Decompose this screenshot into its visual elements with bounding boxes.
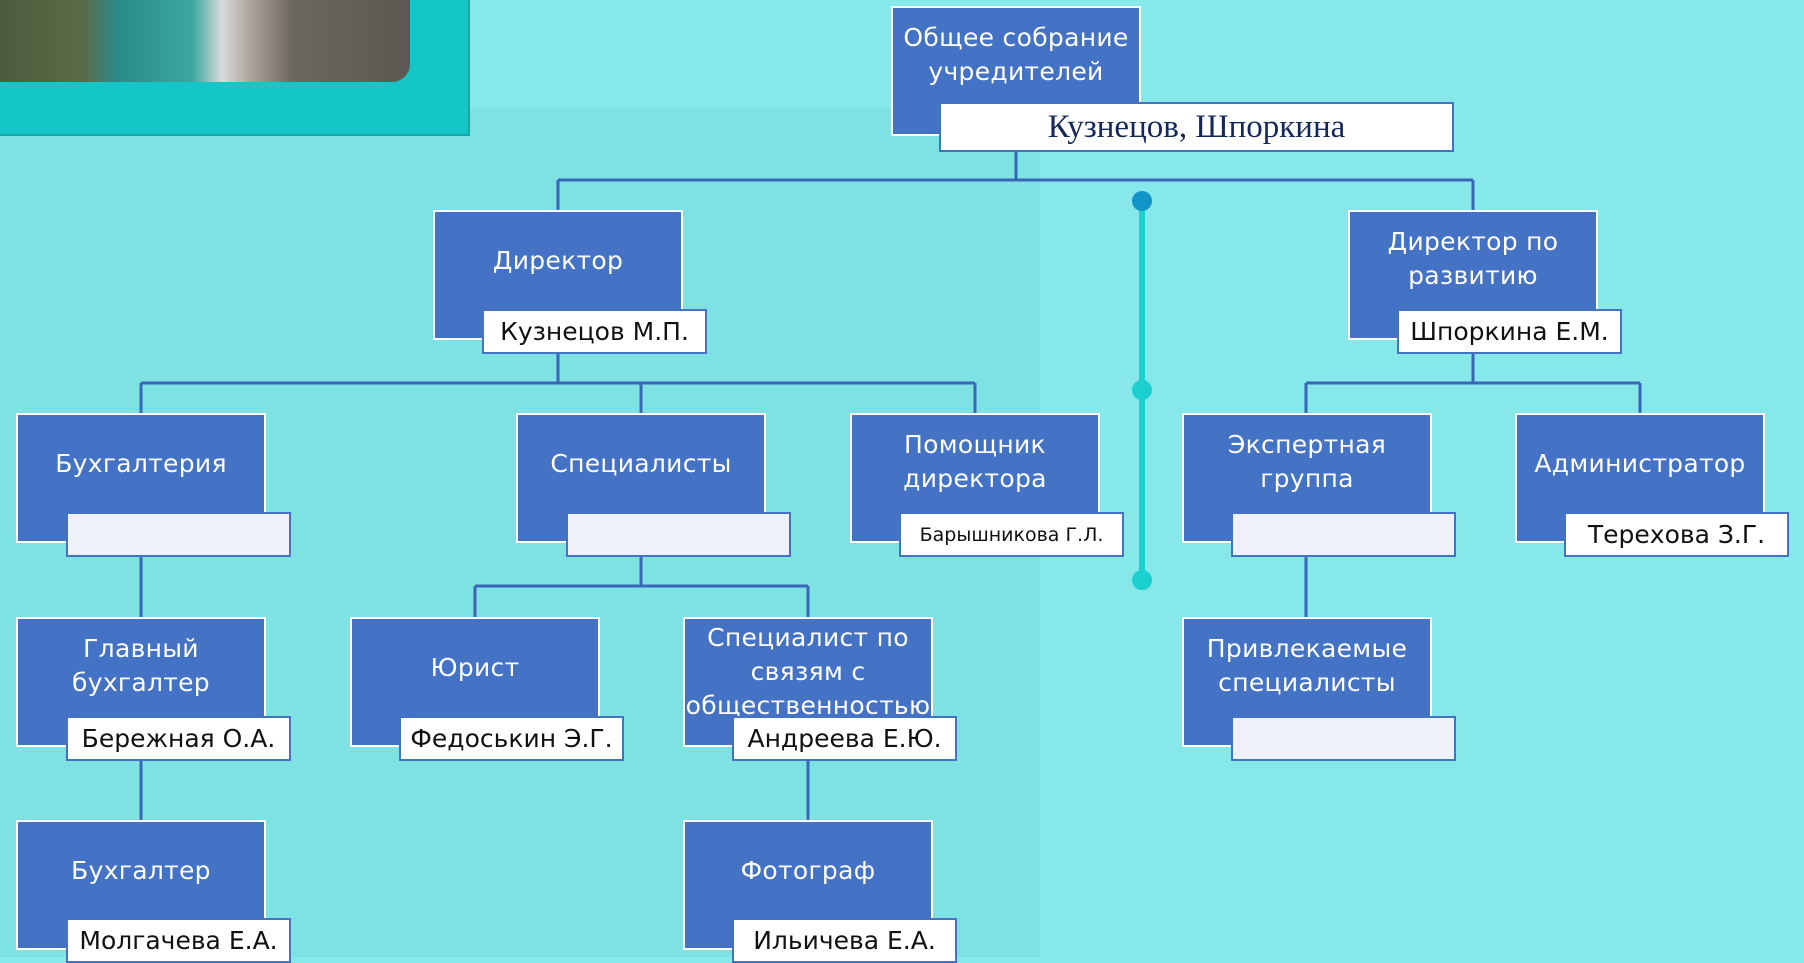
node-title: Юрист [430,653,520,682]
timeline-dot-bottom [1132,570,1152,590]
node-hired-specialists: Привлекаемые специалисты [1182,617,1432,747]
node-title: Привлекаемые специалисты [1206,634,1408,697]
node-title: Директор [492,246,624,275]
node-assistant-name: Барышникова Г.Л. [899,512,1124,557]
node-title: Бухгалтер [71,856,211,885]
node-title: Помощник директора [903,430,1047,493]
team-photo [0,0,410,82]
node-title: Экспертная группа [1227,430,1387,493]
node-pr-specialist-name: Андреева Е.Ю. [732,716,957,761]
photo-frame [0,0,470,136]
node-photographer-name: Ильичева Е.А. [732,918,957,963]
node-title: Администратор [1534,449,1746,478]
node-title: Специалисты [550,449,732,478]
node-title: Главный бухгалтер [72,634,210,697]
node-lawyer-name: Федоськин Э.Г. [399,716,624,761]
node-pr-specialist: Специалист по связям с общественностью [683,617,933,747]
node-director-name: Кузнецов М.П. [482,309,707,354]
node-chief-accountant-name: Бережная О.А. [66,716,291,761]
node-founders-name: Кузнецов, Шпоркина [939,102,1454,152]
node-accounting-name [66,512,291,557]
node-administrator-name: Терехова З.Г. [1564,512,1789,557]
timeline-dot-middle [1132,380,1152,400]
node-specialists-name [566,512,791,557]
node-title: Бухгалтерия [55,449,227,478]
node-dev-director-name: Шпоркина Е.М. [1397,309,1622,354]
node-title: Фотограф [740,856,876,885]
node-title: Специалист по связям с общественностью [685,623,931,720]
timeline-dot-top [1132,191,1152,211]
node-expert-group-name [1231,512,1456,557]
node-title: Общее собрание учредителей [903,23,1129,86]
node-title: Директор по развитию [1387,227,1559,290]
node-accountant: Бухгалтер [16,820,266,950]
node-accountant-name: Молгачева Е.А. [66,918,291,963]
node-hired-specialists-name [1231,716,1456,761]
